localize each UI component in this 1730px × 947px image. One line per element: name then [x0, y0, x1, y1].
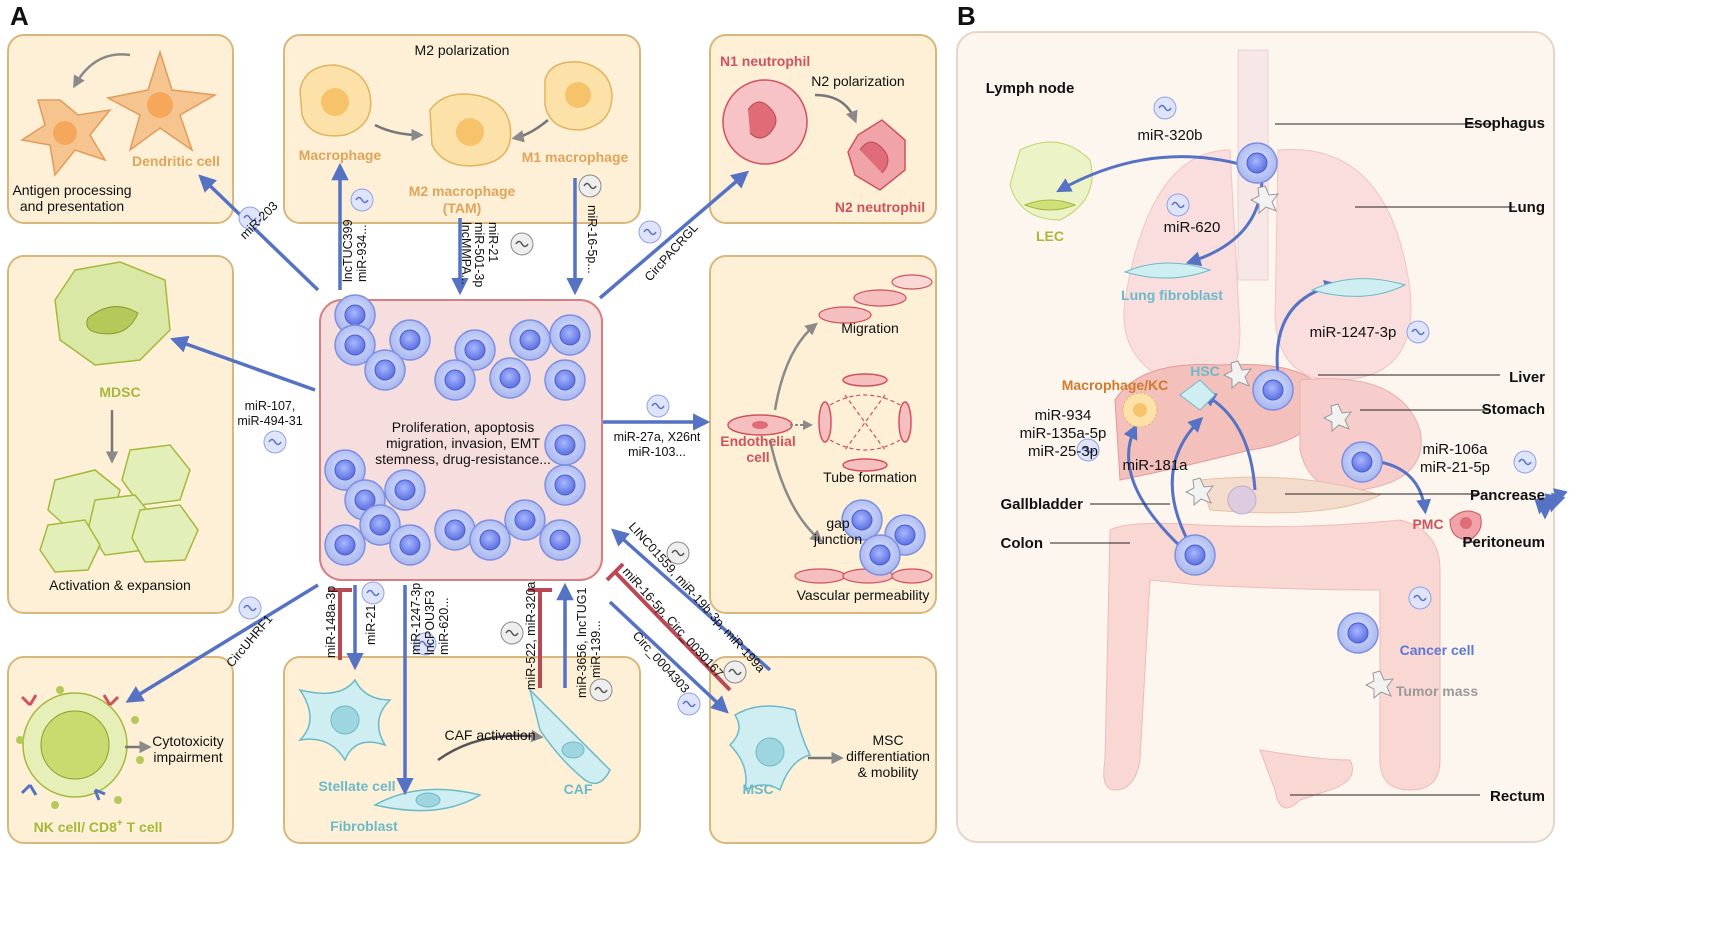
mirna-mdsc-1: miR-107,	[245, 399, 296, 413]
mirna-b-25: miR-25-3p	[1028, 443, 1098, 460]
mirna-b-620: miR-620	[1164, 219, 1221, 236]
mirna-stellate-2: miR-21	[364, 605, 378, 645]
organ-esophagus: Esophagus	[1464, 115, 1545, 132]
mirna-b-135a: miR-135a-5p	[1020, 425, 1107, 442]
organ-gallbladder: Gallbladder	[1000, 496, 1083, 513]
msc-caption-2: differentiation	[846, 748, 930, 764]
m1-macrophage-label: M1 macrophage	[522, 149, 629, 165]
tumor-text-1: Proliferation, apoptosis	[392, 419, 534, 435]
cell-hsc: HSC	[1190, 363, 1220, 379]
tam-label: (TAM)	[443, 200, 482, 216]
organ-stomach: Stomach	[1482, 401, 1545, 418]
antigen-caption-1: Antigen processing	[12, 182, 131, 198]
tumor-text-2: migration, invasion, EMT	[386, 435, 541, 451]
mirna-b-21-5p: miR-21-5p	[1420, 459, 1490, 476]
mirna-endo-1: miR-27a, X26nt	[614, 430, 701, 444]
cytotoxicity-caption-1: Cytotoxicity	[152, 733, 224, 749]
cell-cancer: Cancer cell	[1400, 642, 1475, 658]
msc-box	[709, 656, 937, 844]
mirna-b-320b: miR-320b	[1137, 127, 1202, 144]
cell-lec: LEC	[1036, 228, 1064, 244]
gap-label: gap	[826, 515, 850, 531]
neutrophil-illustrations	[722, 79, 906, 191]
mirna-m2-1: miR-501-3p	[472, 222, 486, 287]
nk-cell-illustration	[16, 686, 152, 809]
mirna-m2-3: lncMMPA...	[459, 222, 473, 285]
panel-b-arrows	[1056, 155, 1568, 550]
mirna-stellate-1: miR-148a-3p	[324, 586, 338, 658]
cell-lung-fibroblast: Lung fibroblast	[1121, 287, 1223, 303]
msc-label: MSC	[742, 781, 773, 797]
antigen-caption-2: and presentation	[20, 198, 124, 214]
panel-b-cells	[1023, 142, 1482, 699]
cell-macrophage-kc: Macrophage/KC	[1062, 377, 1169, 393]
organ-pancrease: Pancrease	[1470, 487, 1545, 504]
mirna-b-934: miR-934	[1035, 407, 1092, 424]
mirna-mdsc-2: miR-494-31	[237, 414, 302, 428]
mirna-endo-2: miR-103...	[628, 445, 686, 459]
nk-cell-label: NK cell/ CD8+ T cell	[34, 818, 163, 835]
caf-label: CAF	[564, 781, 593, 797]
panel-a-arrows	[125, 162, 772, 796]
organ-peritoneum: Peritoneum	[1462, 534, 1545, 551]
cell-pmc: PMC	[1412, 516, 1443, 532]
mirna-fibroblast-3: miR-620...	[437, 597, 451, 655]
mirna-m2-2: miR-21	[486, 222, 500, 262]
msc-caption-3: & mobility	[858, 764, 919, 780]
mirna-caf-1: miR-522, miR-320a	[524, 582, 538, 690]
mirna-m1: miR-16-5p...	[585, 205, 599, 274]
macrophage-illustrations	[299, 61, 613, 167]
mirna-fibroblast-1: miR-1247-3p	[409, 583, 423, 655]
macrophage-label: Macrophage	[299, 147, 382, 163]
tube-formation-label: Tube formation	[823, 469, 917, 485]
stellate-illustrations	[297, 678, 611, 812]
organ-lymph-node: Lymph node	[986, 80, 1075, 97]
organ-colon: Colon	[1001, 535, 1044, 552]
n2-neutrophil-label: N2 neutrophil	[835, 199, 925, 215]
caf-activation-label: CAF activation	[444, 727, 535, 743]
mirna-b-106a: miR-106a	[1422, 441, 1488, 458]
endothelial-label-1: Endothelial	[720, 433, 795, 449]
mdsc-illustration	[39, 261, 199, 573]
cell-tumor-mass: Tumor mass	[1396, 683, 1478, 699]
mirna-caf-2: miR-3656, lncTUG1	[575, 588, 589, 698]
mirna-b-181a: miR-181a	[1122, 457, 1188, 474]
mirna-caf-3: miR-139...	[589, 620, 603, 678]
organ-rectum: Rectum	[1490, 788, 1545, 805]
m2-macrophage-label: M2 macrophage	[409, 183, 516, 199]
mirna-b-1247: miR-1247-3p	[1310, 324, 1397, 341]
m2-polarization-title: M2 polarization	[415, 42, 510, 58]
migration-label: Migration	[841, 320, 899, 336]
dendritic-cells-illustration	[20, 49, 218, 177]
dendritic-cell-label: Dendritic cell	[132, 153, 220, 169]
mdsc-label: MDSC	[99, 384, 140, 400]
mirna-fibroblast-2: lncPOU3F3	[423, 590, 437, 655]
mirna-mac-2: miR-934...	[355, 224, 369, 282]
mdsc-caption: Activation & expansion	[49, 577, 191, 593]
panel-a-letter: A	[10, 1, 29, 31]
msc-caption-1: MSC	[872, 732, 903, 748]
panel-b-letter: B	[957, 1, 976, 31]
cytotoxicity-caption-2: impairment	[153, 749, 222, 765]
endothelial-illustrations	[727, 274, 933, 584]
panel-b-leader-lines	[1050, 123, 1515, 796]
mirna-mac-1: lncTUC399	[341, 219, 355, 282]
stellate-cell-label: Stellate cell	[318, 778, 395, 794]
n1-neutrophil-label: N1 neutrophil	[720, 53, 810, 69]
junction-label: junction	[813, 531, 862, 547]
organ-liver: Liver	[1509, 369, 1545, 386]
mirna-nk: CircUHRF1	[224, 612, 276, 670]
tumor-text-3: stemness, drug-resistance...	[375, 451, 551, 467]
panel-a-inhibit-arrows	[328, 562, 732, 692]
dendritic-box	[7, 34, 234, 224]
endothelial-label-2: cell	[746, 449, 769, 465]
vascular-permeability-label: Vascular permeability	[797, 587, 930, 603]
organ-lung: Lung	[1508, 199, 1545, 216]
fibroblast-label: Fibroblast	[330, 818, 398, 834]
msc-illustration	[728, 705, 844, 792]
n2-polarization-label: N2 polarization	[811, 73, 904, 89]
